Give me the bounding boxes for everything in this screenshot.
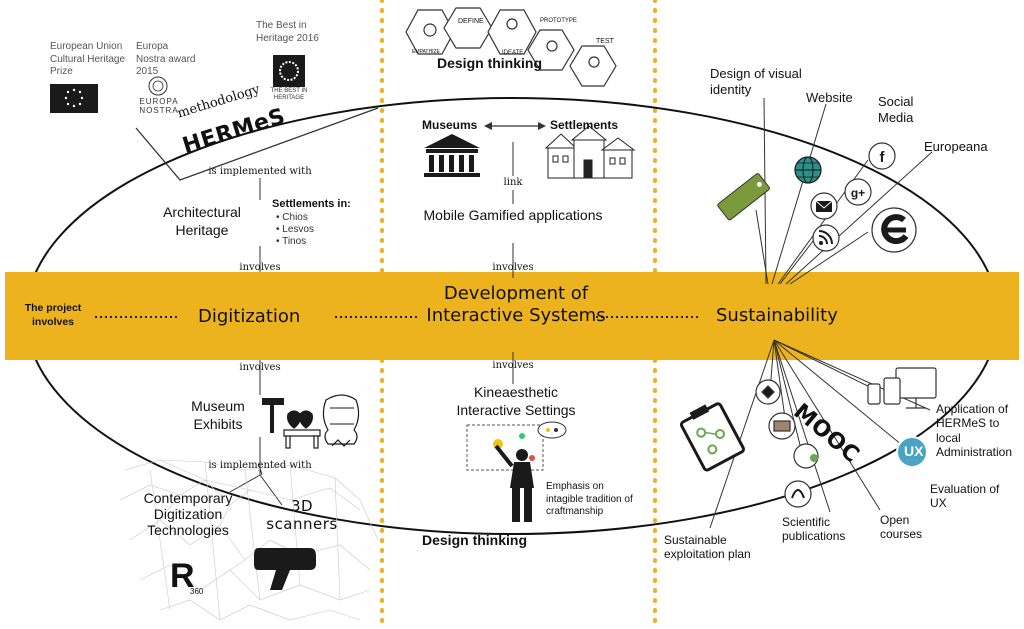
dt-step-test: TEST bbox=[596, 38, 614, 45]
best-heritage-icon bbox=[273, 55, 305, 87]
open-courses-label: Open courses bbox=[880, 513, 923, 542]
brand-tag-icon bbox=[717, 173, 770, 221]
hexagons-icon bbox=[405, 7, 617, 87]
left-connector-6 bbox=[259, 474, 283, 506]
settlement-chios: • Chios bbox=[276, 212, 308, 223]
eu-prize-label: European Union Cultural Heritage Prize bbox=[50, 41, 126, 77]
best-heritage-label: The Best in Heritage 2016 bbox=[256, 20, 319, 44]
kinaesthetic-label: Kineaesthetic Interactive Settings bbox=[456, 384, 576, 418]
dt-step-empathize: EMPATHIZE bbox=[412, 49, 440, 55]
globe-icon bbox=[794, 156, 822, 184]
evaluation-ux-label: Evaluation of UX bbox=[930, 482, 1000, 511]
europeana-label: Europeana bbox=[924, 139, 988, 154]
devices-icon bbox=[867, 367, 937, 409]
point-cloud-icon bbox=[119, 459, 379, 621]
eu-flag-icon bbox=[50, 84, 98, 113]
europa-nostra-icon bbox=[148, 76, 168, 96]
hammer-icon bbox=[262, 398, 284, 433]
dt-step-define: DEFINE bbox=[458, 18, 484, 25]
svg-text:g+: g+ bbox=[851, 186, 865, 200]
clipboard-icon bbox=[679, 402, 746, 472]
involves-label-left-2: involves bbox=[239, 362, 281, 373]
settlement-tinos: • Tinos bbox=[276, 236, 307, 247]
facebook-icon: f bbox=[868, 142, 896, 170]
ux-icon bbox=[896, 436, 928, 468]
link-label: link bbox=[503, 177, 523, 188]
best-heritage-logo-text: THE BEST IN HERITAGE bbox=[270, 88, 308, 101]
svg-text:f: f bbox=[880, 149, 886, 166]
left-connector-5 bbox=[229, 474, 261, 493]
scientific-publications-label: Scientific publications bbox=[782, 515, 846, 544]
google-plus-icon: g+ bbox=[844, 178, 872, 206]
europa-nostra-logo-text: EUROPA NOSTRA bbox=[139, 97, 179, 116]
europeana-icon bbox=[871, 207, 917, 253]
scanner-icon bbox=[254, 548, 316, 590]
museum-icon bbox=[424, 134, 480, 177]
emphasis-label: Emphasis on intagible tradition of craft… bbox=[546, 481, 633, 517]
museums-label: Museums bbox=[422, 118, 478, 132]
scanners-label: 3D scanners bbox=[266, 497, 338, 533]
website-label: Website bbox=[806, 90, 853, 105]
museum-exhibits-label: Museum Exhibits bbox=[191, 398, 245, 432]
settlements-in-label: Settlements in: bbox=[272, 198, 351, 210]
publication-icons bbox=[755, 379, 819, 508]
contemporary-technologies-label: Contemporary Digitization Technologies bbox=[143, 490, 233, 539]
r360-logo-sub: 360 bbox=[190, 587, 204, 596]
sustainability-label: Sustainability bbox=[716, 305, 838, 326]
ux-badge: UX bbox=[904, 443, 924, 459]
development-label: Development of Interactive Systems bbox=[426, 283, 606, 326]
dt-step-ideate: IDEATE bbox=[502, 50, 524, 56]
sustainable-plan-label: Sustainable exploitation plan bbox=[664, 533, 751, 562]
rss-icon bbox=[812, 224, 840, 252]
europa-nostra-award-label: Europa Nostra award 2015 bbox=[136, 41, 196, 77]
r360-logo: R bbox=[170, 557, 195, 595]
visual-identity-label: Design of visual identity bbox=[710, 66, 802, 97]
architectural-heritage-label: Architectural Heritage bbox=[163, 204, 241, 238]
implemented-with-label-2: is implemented with bbox=[208, 460, 312, 471]
involves-label-mid-2: involves bbox=[492, 360, 534, 371]
methodology-bracket bbox=[135, 107, 379, 181]
link-arrow-head-right bbox=[538, 122, 546, 130]
vases-icon bbox=[283, 394, 360, 449]
implemented-with-label-1: is implemented with bbox=[208, 166, 312, 177]
settlement-lesvos: • Lesvos bbox=[276, 224, 314, 235]
design-thinking-top: Design thinking bbox=[437, 55, 542, 71]
involves-label-mid-1: involves bbox=[492, 262, 534, 273]
application-label: Application of HERMeS to local Administr… bbox=[936, 402, 1013, 460]
dt-step-prototype: PROTOTYPE bbox=[540, 18, 577, 24]
design-thinking-bottom: Design thinking bbox=[422, 532, 527, 548]
mail-icon bbox=[810, 192, 838, 220]
mobile-gamified-label: Mobile Gamified applications bbox=[423, 207, 603, 223]
involves-label-left-1: involves bbox=[239, 262, 281, 273]
houses-icon bbox=[544, 125, 636, 179]
left-connector-7 bbox=[259, 467, 263, 476]
project-involves-label: The project involves bbox=[24, 302, 82, 328]
digitization-label: Digitization bbox=[198, 306, 301, 327]
person-icon bbox=[466, 421, 567, 522]
yellow-band bbox=[5, 272, 1019, 360]
link-arrow-head-left bbox=[484, 122, 492, 130]
social-media-label: Social Media bbox=[878, 94, 914, 125]
settlements-label: Settlements bbox=[550, 118, 619, 132]
